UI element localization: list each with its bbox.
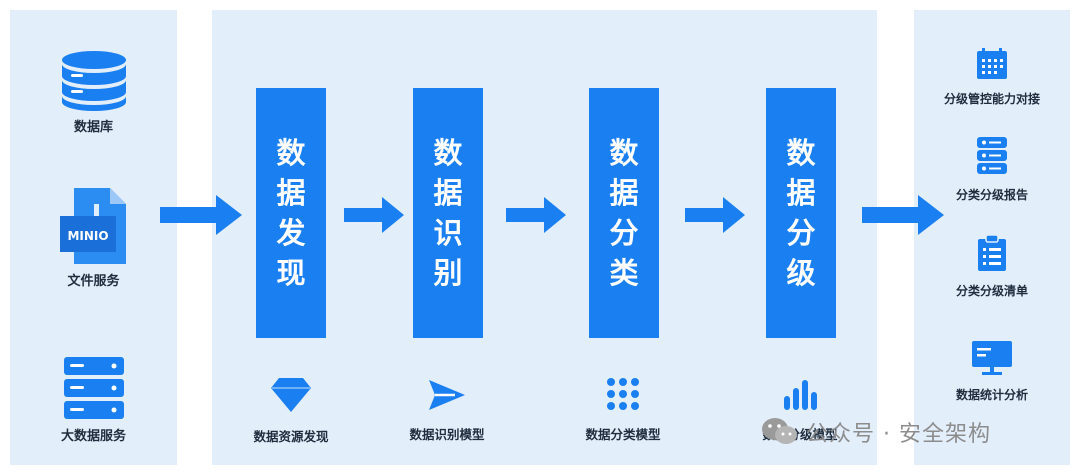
watermark: 公众号 · 安全架构 bbox=[760, 414, 1070, 450]
diamond-icon bbox=[271, 378, 311, 412]
output-label: 分类分级清单 bbox=[955, 284, 1028, 298]
stage-char: 类 bbox=[609, 256, 639, 290]
minio-badge: MINIO bbox=[67, 229, 108, 243]
model-identification: 数据识别模型 bbox=[372, 378, 522, 443]
stage-char: 数 bbox=[609, 136, 639, 170]
arrow-right-icon bbox=[344, 197, 404, 233]
stage-data-grading: 数 据 分 级 bbox=[766, 88, 836, 338]
stage-char: 据 bbox=[276, 176, 306, 210]
bar-chart-icon bbox=[784, 380, 817, 410]
arrow-right-icon bbox=[685, 197, 745, 233]
model-label: 数据识别模型 bbox=[409, 427, 485, 442]
stage-char: 据 bbox=[433, 176, 463, 210]
model-resource-discovery: 数据资源发现 bbox=[216, 376, 366, 445]
source-label: 文件服务 bbox=[67, 274, 120, 289]
model-label: 数据分类模型 bbox=[585, 427, 661, 442]
stage-data-identification: 数 据 识 别 bbox=[413, 88, 483, 338]
stage-char: 据 bbox=[609, 176, 639, 210]
file-minio-icon: MINIO bbox=[59, 188, 126, 264]
stage-char: 识 bbox=[433, 216, 463, 250]
stage-data-discovery: 数 据 发 现 bbox=[256, 88, 326, 338]
source-file-service: MINIO 文件服务 bbox=[10, 186, 177, 289]
model-classification: 数据分类模型 bbox=[548, 376, 698, 443]
arrow-right-icon bbox=[862, 195, 944, 235]
stage-data-classification: 数 据 分 类 bbox=[589, 88, 659, 338]
server-report-icon bbox=[977, 137, 1007, 174]
source-label: 数据库 bbox=[73, 120, 113, 135]
stage-char: 别 bbox=[433, 256, 463, 290]
stage-char: 分 bbox=[609, 216, 639, 250]
monitor-icon bbox=[972, 341, 1012, 375]
output-label: 分级管控能力对接 bbox=[943, 92, 1040, 106]
send-icon bbox=[429, 380, 465, 410]
output-inventory: 分类分级清单 bbox=[914, 234, 1070, 299]
calendar-grid-icon bbox=[977, 48, 1007, 79]
output-grading-control: 分级管控能力对接 bbox=[914, 48, 1070, 107]
output-label: 分类分级报告 bbox=[955, 188, 1028, 202]
wechat-icon bbox=[762, 418, 797, 444]
stage-char: 数 bbox=[786, 136, 816, 170]
source-bigdata: 大数据服务 bbox=[10, 355, 177, 444]
source-database: 数据库 bbox=[10, 50, 177, 135]
arrow-right-icon bbox=[506, 197, 566, 233]
server-stack-icon bbox=[63, 357, 124, 419]
watermark-text: 公众号 · 安全架构 bbox=[806, 422, 991, 447]
stage-char: 现 bbox=[276, 256, 306, 290]
stage-char: 据 bbox=[786, 176, 816, 210]
output-label: 数据统计分析 bbox=[955, 388, 1028, 402]
stage-char: 数 bbox=[433, 136, 463, 170]
output-statistics: 数据统计分析 bbox=[914, 340, 1070, 403]
dot-grid-icon bbox=[607, 378, 639, 410]
arrow-right-icon bbox=[160, 195, 242, 235]
model-label: 数据资源发现 bbox=[253, 429, 329, 444]
stage-char: 级 bbox=[786, 256, 816, 290]
clipboard-list-icon bbox=[978, 234, 1006, 271]
output-report: 分类分级报告 bbox=[914, 136, 1070, 203]
stage-char: 数 bbox=[276, 136, 306, 170]
stage-char: 分 bbox=[786, 216, 816, 250]
database-icon bbox=[61, 51, 126, 111]
stage-char: 发 bbox=[276, 216, 306, 250]
source-label: 大数据服务 bbox=[60, 429, 126, 444]
